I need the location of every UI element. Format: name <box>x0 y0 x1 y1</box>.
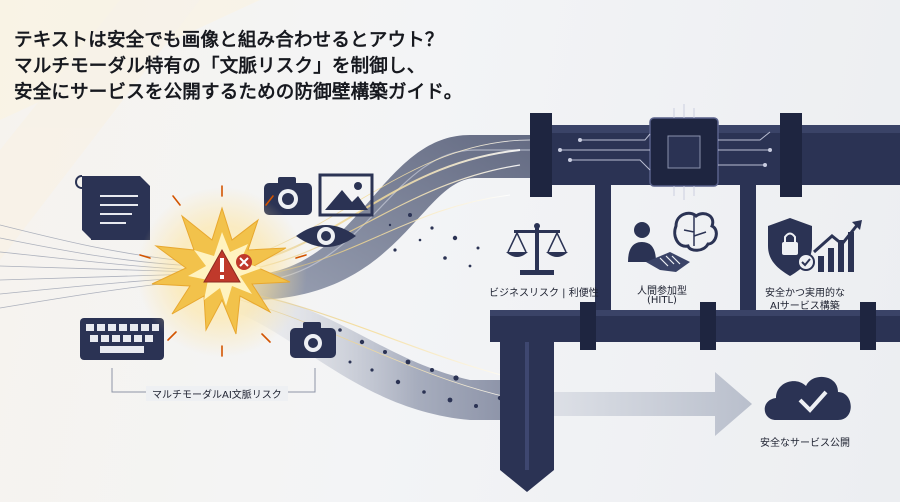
headline-line2: マルチモーダル特有の「文脈リスク」を制御し、 <box>14 56 426 77</box>
image-icon <box>318 173 374 217</box>
shield-lock-icon <box>768 218 815 276</box>
hitl-label-line2: (HITL) <box>647 295 677 306</box>
business-label: ビジネスリスク | 利便性 <box>489 288 599 299</box>
scale-icon <box>506 223 568 275</box>
document-icon <box>75 175 150 240</box>
down-pipe <box>492 320 562 492</box>
flow-arrow <box>540 372 752 436</box>
brain-icon <box>673 211 718 252</box>
headline-line1: テキストは安全でも画像と組み合わせるとアウト？ <box>14 30 444 51</box>
hitl-label-line1: 人間参加型 <box>637 286 687 297</box>
eye-icon <box>296 225 356 247</box>
headline-line3: 安全にサービスを公開するための防御壁構築ガイド。 <box>14 82 463 103</box>
human-ai-handshake-icon <box>628 222 690 272</box>
support-columns <box>595 185 756 310</box>
headline: テキストは安全でも画像と組み合わせるとアウト？ マルチモーダル特有の「文脈リスク… <box>14 28 534 106</box>
warning-icon <box>203 248 252 283</box>
upper-main-pipe <box>530 104 900 200</box>
risk-label: マルチモーダルAI文脈リスク <box>146 386 288 401</box>
cloud-check-icon <box>764 376 851 420</box>
practical-label-line2: AIサービス構築 <box>770 301 840 312</box>
light-rays <box>0 0 260 260</box>
lower-main-pipe <box>490 302 900 350</box>
camera-icon <box>290 322 336 358</box>
practical-label-line1: 安全かつ実用的な <box>765 288 845 299</box>
keyboard-icon <box>80 318 164 360</box>
growth-chart-icon <box>813 220 862 272</box>
public-label: 安全なサービス公開 <box>760 438 850 449</box>
